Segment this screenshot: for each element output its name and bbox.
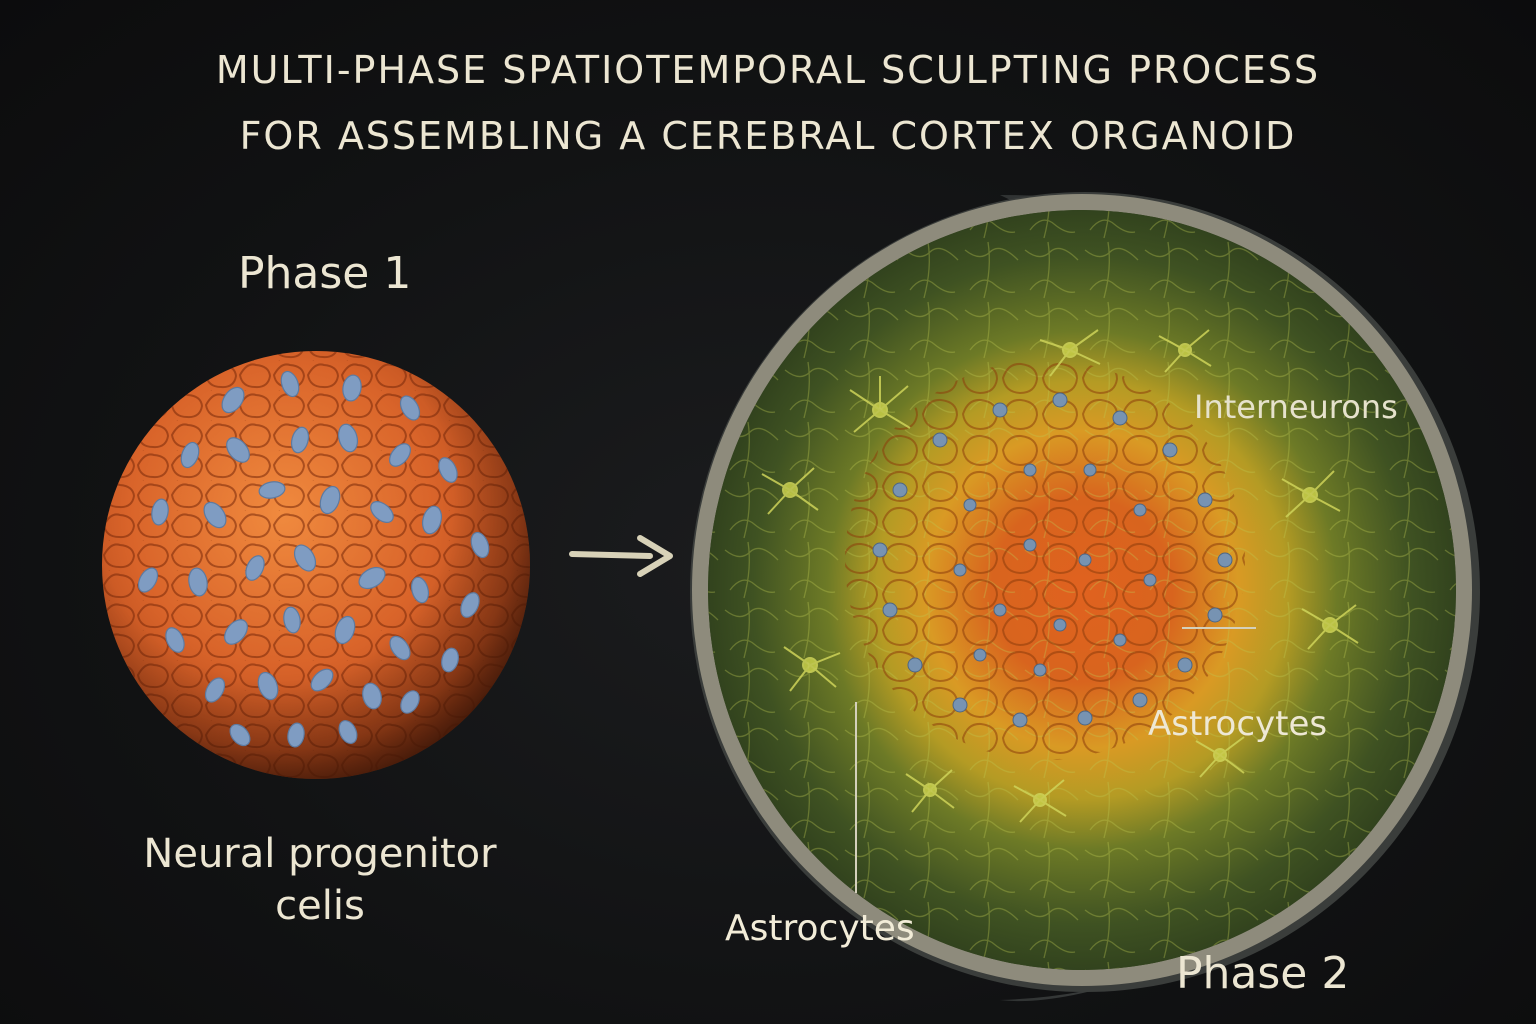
caption-line-1: Neural progenitor (143, 831, 497, 877)
astrocytes-outer-label: Astrocytes (725, 908, 915, 949)
phase-1-label: Phase 1 (238, 248, 412, 299)
phase1-sphere (102, 351, 530, 779)
neural-progenitor-caption: Neural progenitor celis (110, 828, 530, 932)
stellate-cells (761, 329, 1359, 823)
astrocytes-inner-label: Astrocytes (1148, 704, 1328, 744)
interneurons-label: Interneurons (1194, 388, 1398, 426)
inner-nuclei (872, 392, 1233, 728)
phase-2-label: Phase 2 (1176, 948, 1350, 999)
phase2-organoid (690, 192, 1480, 1002)
diagram-title-line-1: MULTI-PHASE SPATIOTEMPORAL SCULPTING PRO… (215, 48, 1321, 92)
progenitor-nuclei (137, 370, 490, 748)
progression-arrow (569, 535, 673, 577)
caption-line-2: celis (275, 883, 365, 929)
diagram-title-line-2: FOR ASSEMBLING A CEREBRAL CORTEX ORGANOI… (239, 114, 1297, 158)
